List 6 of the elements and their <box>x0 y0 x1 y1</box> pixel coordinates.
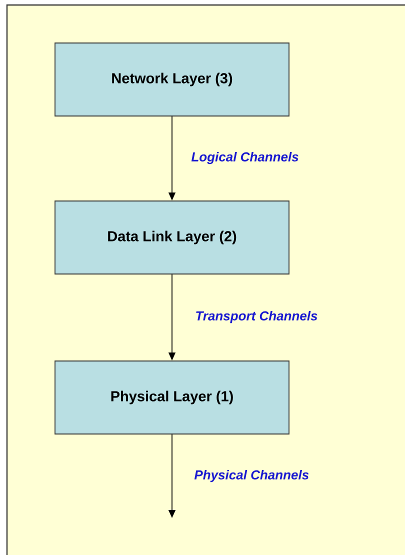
layer-box: Network Layer (3) <box>54 42 290 116</box>
edge-label: Logical Channels <box>191 152 298 164</box>
layer-box: Physical Layer (1) <box>54 360 290 434</box>
edge-label: Physical Channels <box>194 470 309 482</box>
layer-box: Data Link Layer (2) <box>54 200 290 274</box>
edge-label: Transport Channels <box>196 310 318 324</box>
